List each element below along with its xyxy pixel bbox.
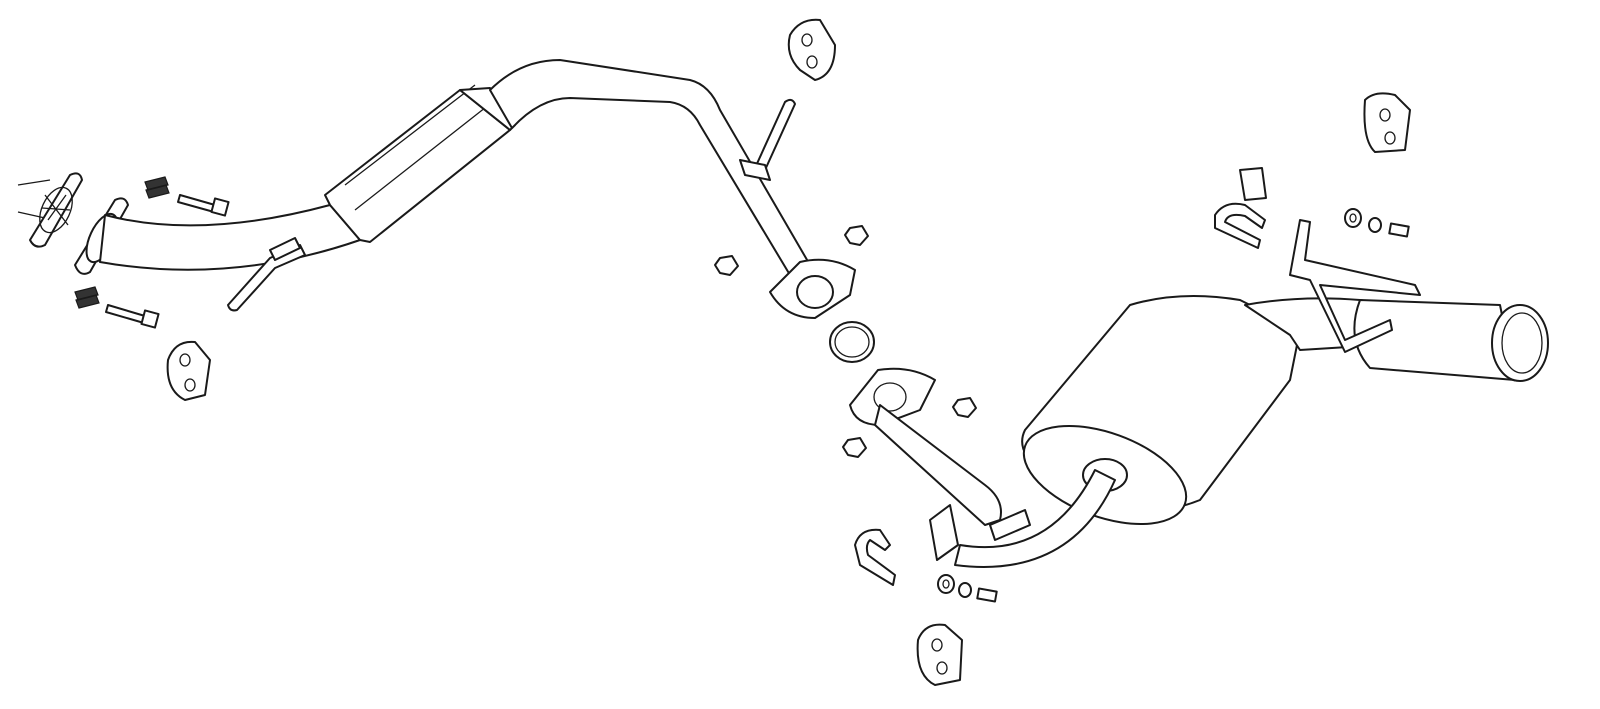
front-pipe [74, 84, 516, 275]
rubber-insulator-right [1363, 92, 1411, 153]
nuts [714, 225, 977, 458]
rubber-insulator-bottom [916, 623, 963, 686]
front-hanger-rod [227, 237, 306, 312]
center-pipe [489, 59, 856, 319]
gasket-ring [829, 321, 875, 363]
rear-bracket [1289, 219, 1421, 353]
spring-bolt-lower [74, 286, 160, 329]
rubber-insulator-left [166, 340, 211, 401]
rear-hanger-rod [1214, 167, 1267, 249]
rubber-insulator-top [787, 18, 836, 81]
tail-pipe [1353, 299, 1549, 382]
washers-bolts-right [1344, 208, 1410, 238]
washers-bolts-bottom [937, 574, 998, 603]
front-gasket [17, 172, 83, 248]
lower-hanger-rod [854, 504, 1031, 586]
center-hanger-rod [739, 98, 796, 181]
spring-bolt-upper [144, 176, 230, 217]
